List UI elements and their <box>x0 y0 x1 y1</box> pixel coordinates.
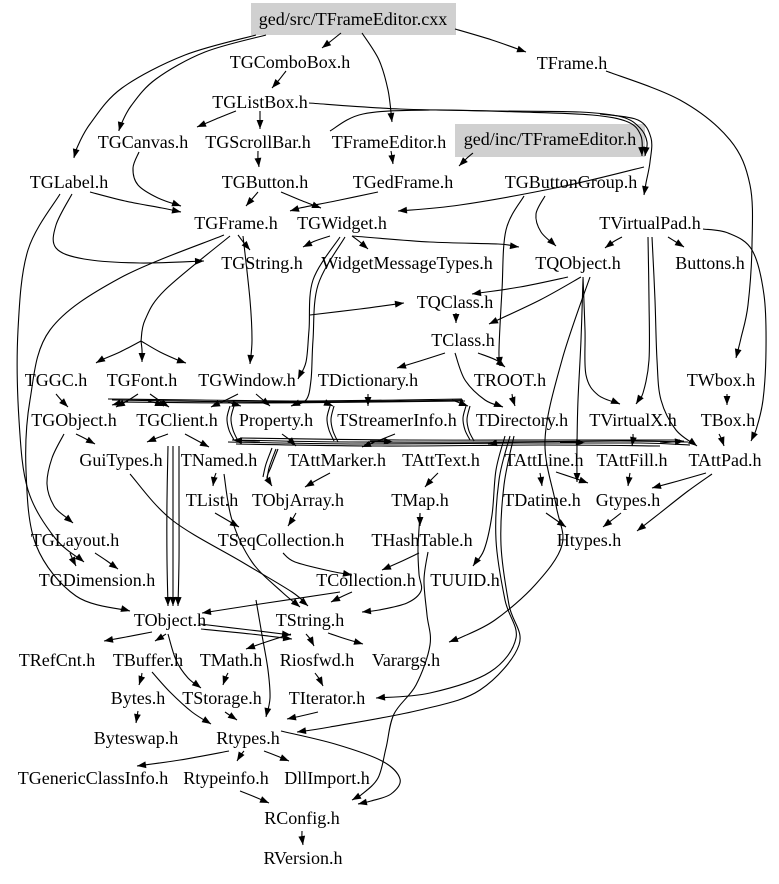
svg-text:GuiTypes.h: GuiTypes.h <box>79 450 162 470</box>
svg-text:TGComboBox.h: TGComboBox.h <box>230 52 351 72</box>
svg-text:TMap.h: TMap.h <box>391 490 449 510</box>
svg-text:TGWindow.h: TGWindow.h <box>198 370 296 390</box>
svg-text:TGClient.h: TGClient.h <box>136 410 218 430</box>
svg-text:ged/src/TFrameEditor.cxx: ged/src/TFrameEditor.cxx <box>259 9 447 29</box>
svg-text:TGLayout.h: TGLayout.h <box>31 530 119 550</box>
svg-text:TDirectory.h: TDirectory.h <box>476 410 568 430</box>
svg-text:TVirtualPad.h: TVirtualPad.h <box>599 213 700 233</box>
svg-text:TDictionary.h: TDictionary.h <box>318 370 418 390</box>
svg-text:TGenericClassInfo.h: TGenericClassInfo.h <box>18 768 168 788</box>
svg-text:THashTable.h: THashTable.h <box>371 530 472 550</box>
svg-text:TVirtualX.h: TVirtualX.h <box>589 410 676 430</box>
svg-text:TGFrame.h: TGFrame.h <box>194 213 277 233</box>
svg-text:TGListBox.h: TGListBox.h <box>212 92 308 112</box>
svg-text:TGString.h: TGString.h <box>221 253 303 273</box>
svg-text:Property.h: Property.h <box>239 410 313 430</box>
svg-text:Varargs.h: Varargs.h <box>372 650 440 670</box>
svg-text:TGGC.h: TGGC.h <box>25 370 88 390</box>
svg-text:TCollection.h: TCollection.h <box>316 570 415 590</box>
svg-text:TAttMarker.h: TAttMarker.h <box>288 450 386 470</box>
svg-text:TObject.h: TObject.h <box>134 610 206 630</box>
svg-text:Rtypeinfo.h: Rtypeinfo.h <box>183 768 269 788</box>
svg-text:TQObject.h: TQObject.h <box>535 253 620 273</box>
svg-text:TRefCnt.h: TRefCnt.h <box>19 650 96 670</box>
svg-text:TGFont.h: TGFont.h <box>107 370 178 390</box>
svg-text:TFrameEditor.h: TFrameEditor.h <box>332 132 446 152</box>
svg-text:TObjArray.h: TObjArray.h <box>252 490 344 510</box>
svg-text:TBuffer.h: TBuffer.h <box>113 650 183 670</box>
svg-text:Byteswap.h: Byteswap.h <box>94 728 179 748</box>
svg-text:TGedFrame.h: TGedFrame.h <box>353 172 453 192</box>
svg-text:TQClass.h: TQClass.h <box>417 292 494 312</box>
svg-text:RVersion.h: RVersion.h <box>263 848 342 868</box>
svg-text:TClass.h: TClass.h <box>431 330 495 350</box>
svg-text:Rtypes.h: Rtypes.h <box>216 728 280 748</box>
svg-text:TGCanvas.h: TGCanvas.h <box>98 132 188 152</box>
svg-text:TGScrollBar.h: TGScrollBar.h <box>205 132 311 152</box>
svg-text:TMath.h: TMath.h <box>200 650 263 670</box>
svg-text:TSeqCollection.h: TSeqCollection.h <box>218 530 344 550</box>
svg-text:TGButton.h: TGButton.h <box>222 172 309 192</box>
svg-text:TStorage.h: TStorage.h <box>182 688 261 708</box>
svg-text:TGDimension.h: TGDimension.h <box>39 570 156 590</box>
svg-text:Bytes.h: Bytes.h <box>111 688 166 708</box>
svg-text:ged/inc/TFrameEditor.h: ged/inc/TFrameEditor.h <box>464 129 636 149</box>
svg-text:TGWidget.h: TGWidget.h <box>297 213 387 233</box>
svg-text:TFrame.h: TFrame.h <box>537 53 607 73</box>
svg-text:TGObject.h: TGObject.h <box>31 410 116 430</box>
svg-text:TAttText.h: TAttText.h <box>402 450 480 470</box>
svg-text:TAttPad.h: TAttPad.h <box>688 450 761 470</box>
svg-text:Buttons.h: Buttons.h <box>675 253 745 273</box>
svg-text:TAttLine.h: TAttLine.h <box>504 450 583 470</box>
svg-text:TUUID.h: TUUID.h <box>430 570 500 590</box>
svg-text:Riosfwd.h: Riosfwd.h <box>280 650 355 670</box>
svg-text:Htypes.h: Htypes.h <box>557 530 622 550</box>
svg-text:WidgetMessageTypes.h: WidgetMessageTypes.h <box>321 253 492 273</box>
svg-text:TBox.h: TBox.h <box>701 410 756 430</box>
svg-text:TWbox.h: TWbox.h <box>687 370 755 390</box>
svg-text:TNamed.h: TNamed.h <box>181 450 257 470</box>
svg-text:TString.h: TString.h <box>276 610 345 630</box>
svg-text:TAttFill.h: TAttFill.h <box>596 450 667 470</box>
svg-text:DllImport.h: DllImport.h <box>284 768 370 788</box>
svg-text:TDatime.h: TDatime.h <box>503 490 580 510</box>
svg-text:TList.h: TList.h <box>186 490 239 510</box>
svg-text:TGButtonGroup.h: TGButtonGroup.h <box>505 172 638 192</box>
svg-text:TStreamerInfo.h: TStreamerInfo.h <box>337 410 456 430</box>
svg-text:TROOT.h: TROOT.h <box>474 370 546 390</box>
svg-text:TGLabel.h: TGLabel.h <box>30 172 108 192</box>
svg-text:RConfig.h: RConfig.h <box>264 808 340 828</box>
svg-text:Gtypes.h: Gtypes.h <box>596 490 661 510</box>
svg-text:TIterator.h: TIterator.h <box>289 688 365 708</box>
